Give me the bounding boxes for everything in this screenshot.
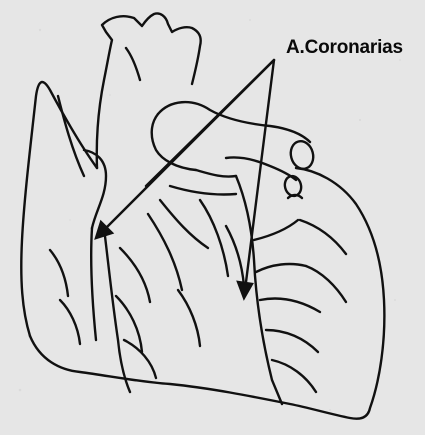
branch-4 (266, 330, 318, 352)
pointer-line-right (245, 60, 274, 290)
branch-14 (226, 226, 244, 286)
right-atrium-inner (58, 96, 84, 176)
left-detail (60, 300, 80, 344)
branch-13 (200, 200, 228, 276)
arrowhead-right (238, 282, 252, 298)
branch-6 (300, 220, 346, 254)
heart-body-outline (30, 168, 384, 419)
pulmonary-artery-outline (158, 102, 310, 142)
branch-16 (124, 340, 156, 378)
coronary-arteries-label: A.Coronarias (286, 37, 403, 59)
branch-10 (148, 214, 182, 290)
branch-2 (256, 264, 306, 272)
groove-2 (91, 228, 96, 340)
aorta-inner-line (126, 48, 140, 80)
branch-7 (306, 266, 346, 302)
pulmonary-vessel-end-1 (288, 139, 316, 172)
aorta-outline (97, 13, 201, 168)
branch-5 (272, 360, 316, 392)
branch-11 (120, 248, 150, 302)
right-atrium-outline (21, 82, 97, 336)
branch-3 (260, 299, 320, 313)
branch-8 (170, 186, 236, 195)
left-detail-2 (50, 250, 68, 296)
right-auricle (84, 150, 106, 228)
atrial-appendage (196, 170, 236, 177)
branch-1 (254, 220, 298, 240)
branch-9 (160, 200, 208, 248)
branch-15 (178, 290, 200, 346)
